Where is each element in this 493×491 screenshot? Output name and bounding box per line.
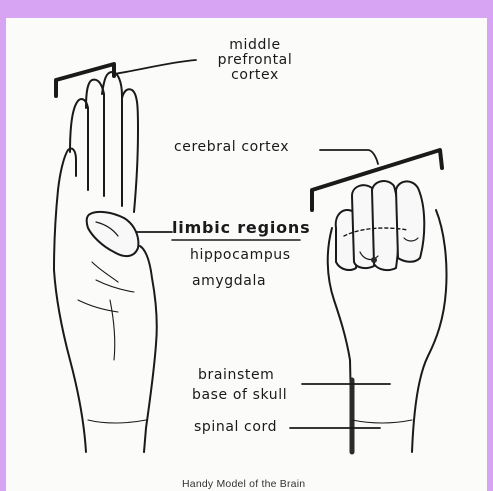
hippocampus-label: hippocampus: [190, 248, 291, 263]
brainstem-label: brainstem: [198, 368, 274, 383]
diagram-canvas: middle prefrontal cortex cerebral cortex…: [6, 18, 487, 491]
prefrontal-label-line-2: prefrontal: [210, 53, 300, 68]
folded-thumb: [87, 212, 139, 256]
prefrontal-label: middle prefrontal cortex: [210, 38, 300, 83]
prefrontal-label-line-3: cortex: [210, 68, 300, 83]
cerebral-cortex-label: cerebral cortex: [174, 140, 289, 155]
fist-finger-4: [396, 181, 424, 261]
prefrontal-label-line-1: middle: [210, 38, 300, 53]
fist-illustration: [328, 181, 447, 452]
amygdala-label: amygdala: [192, 274, 266, 289]
diagram-caption: Handy Model of the Brain: [182, 478, 305, 490]
fist-finger-3: [372, 181, 399, 270]
spinal-cord-label: spinal cord: [194, 420, 277, 435]
base-of-skull-label: base of skull: [192, 388, 287, 403]
open-hand-illustration: [54, 72, 157, 452]
top-frame-bar: [0, 0, 493, 18]
limbic-regions-label: limbic regions: [172, 218, 310, 237]
right-frame-bar: [487, 18, 493, 491]
